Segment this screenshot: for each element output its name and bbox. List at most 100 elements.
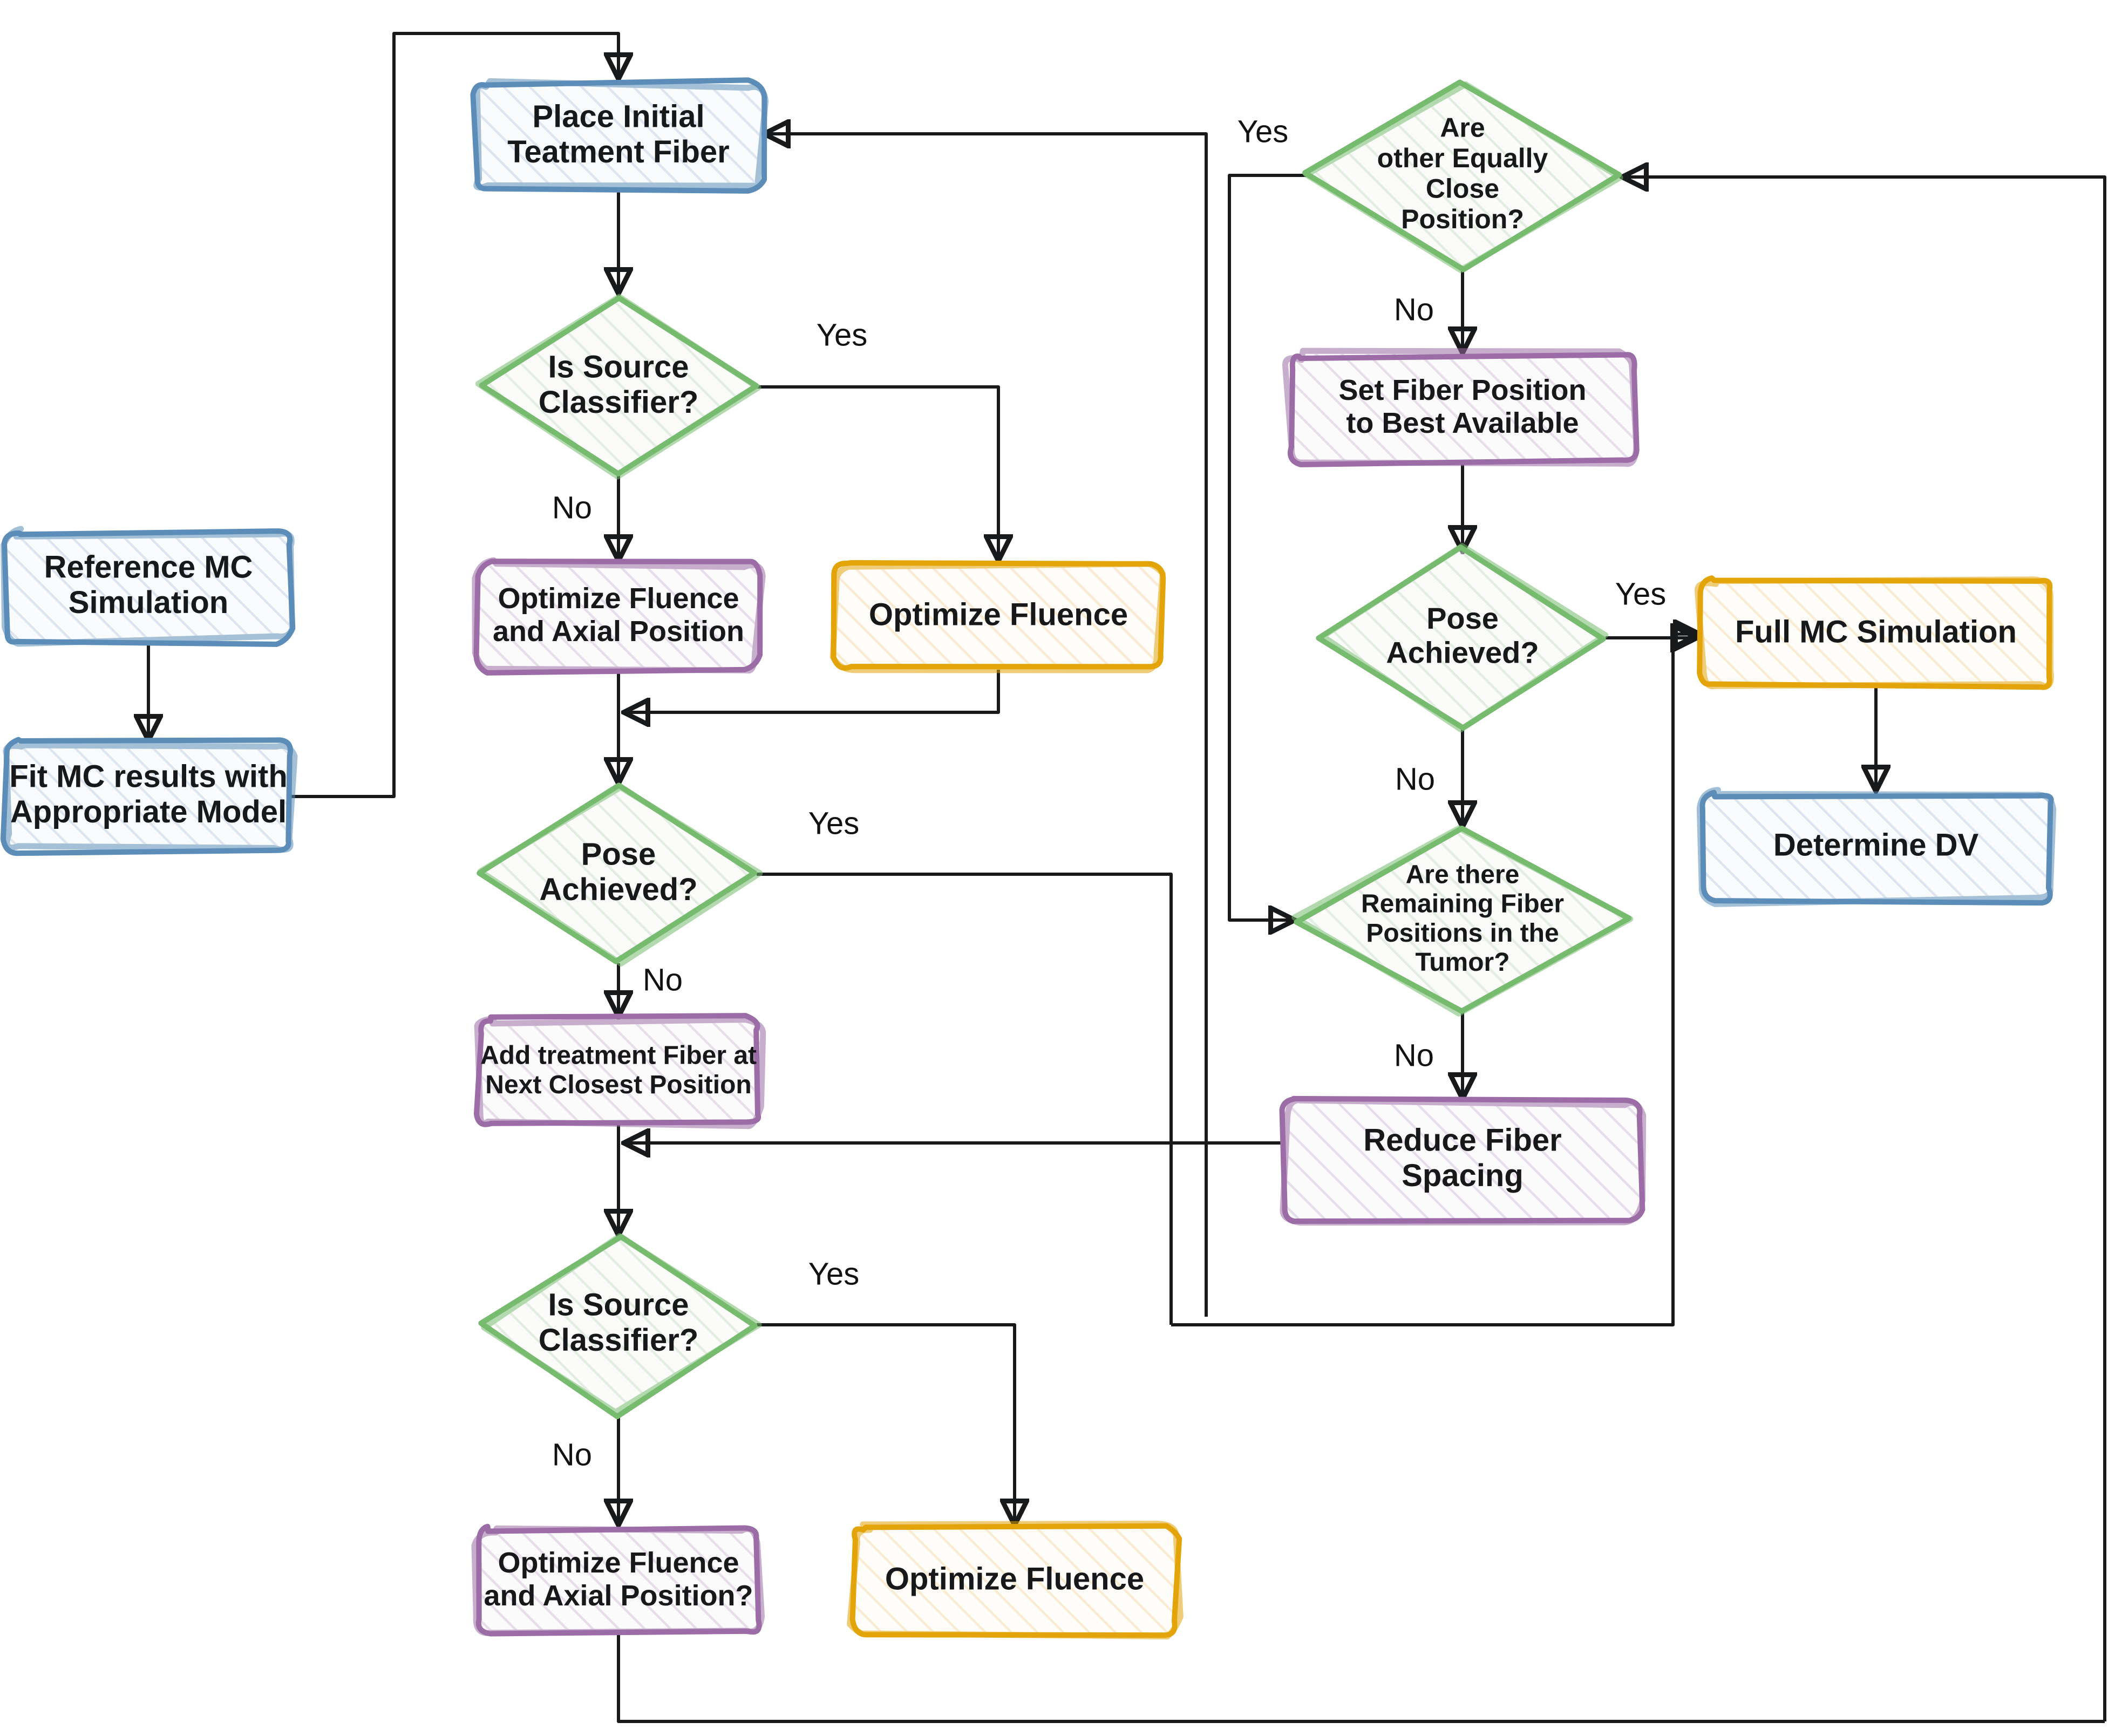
edge-line (1171, 634, 1697, 1326)
node-label: to Best Available (1346, 407, 1579, 439)
node-shape (475, 1523, 762, 1637)
node-label: Pose (1426, 601, 1499, 635)
node-label: other Equally (1377, 143, 1548, 173)
node-shape (470, 77, 767, 194)
node-label: Is Source (548, 350, 689, 385)
edge-line (757, 1323, 1015, 1523)
node-label: Reference MC (44, 550, 253, 585)
edge-label-e-other-yes: Yes (1237, 114, 1289, 149)
node-label: Optimize Fluence (885, 1561, 1144, 1596)
node-label: Teatment Fiber (507, 134, 729, 169)
node-optimize_fluence_2[interactable]: Optimize Fluence (847, 1521, 1184, 1640)
node-label: Fit MC results with (9, 759, 288, 794)
node-label: Place Initial (532, 99, 704, 134)
node-shape (1302, 79, 1622, 273)
node-shape (2, 528, 296, 647)
node-shape (478, 1234, 758, 1419)
edges-layer (148, 32, 2106, 1723)
edge-e-src1-yes (757, 385, 998, 559)
node-shape (1294, 826, 1632, 1014)
edge-label-e-pose1-no: No (643, 962, 683, 997)
edge-e-axial2-bottom-loop (617, 1634, 2105, 1723)
edge-label-e-src1-yes: Yes (817, 317, 868, 352)
node-label: Achieved? (1386, 635, 1539, 669)
node-label: Appropriate Model (10, 794, 287, 829)
edge-line (626, 670, 1000, 712)
node-label: Full MC Simulation (1735, 614, 2017, 649)
node-label: Spacing (1402, 1158, 1524, 1193)
node-label: Position? (1401, 204, 1524, 234)
edge-label-e-pose1-yes: Yes (808, 806, 860, 841)
node-label: Close (1426, 173, 1499, 203)
node-label: Positions in the (1366, 919, 1559, 948)
node-label: Set Fiber Position (1338, 374, 1586, 406)
node-label: Tumor? (1415, 948, 1509, 977)
node-label: Reduce Fiber (1363, 1123, 1561, 1158)
node-full_mc[interactable]: Full MC Simulation (1694, 575, 2054, 690)
node-label: Determine DV (1773, 827, 1979, 862)
edge-e-other-yes (1228, 174, 1306, 920)
edge-label-e-other-no: No (1394, 292, 1434, 327)
node-shape (477, 782, 757, 964)
node-label: Next Closest Position (485, 1071, 751, 1099)
node-determine_dv[interactable]: Determine DV (1696, 787, 2057, 907)
node-label: Optimize Fluence (869, 597, 1128, 632)
node-label: and Axial Position (493, 615, 744, 648)
node-label: Optimize Fluence (498, 1547, 739, 1579)
edge-e-rightrail-to-other (1624, 177, 2106, 1721)
edge-label-e-pose2-no: No (1395, 761, 1435, 796)
node-shape (1697, 575, 2053, 690)
edge-line (617, 1634, 2105, 1723)
edge-line (291, 32, 618, 798)
edge-e-pose1-yes (757, 873, 1173, 1325)
node-shape (1699, 789, 2054, 906)
node-label: Remaining Fiber (1361, 890, 1564, 918)
edge-e-fit-to-place (291, 32, 618, 798)
edge-e-fluence1-back (626, 670, 1000, 712)
edge-line (766, 134, 1208, 1317)
node-optimize_fluence_1[interactable]: Optimize Fluence (829, 560, 1166, 673)
edge-label-e-src1-no: No (552, 490, 592, 525)
edge-label-e-src2-no: No (552, 1437, 592, 1472)
node-label: Achieved? (539, 872, 697, 907)
node-label: Classifier? (539, 385, 699, 420)
node-shape (849, 1523, 1182, 1638)
node-shape (479, 295, 759, 476)
edge-label-e-src2-yes: Yes (808, 1256, 860, 1291)
edge-e-place-feedback (766, 134, 1208, 1317)
node-shape (1316, 544, 1606, 731)
node-label: Classifier? (539, 1323, 699, 1358)
node-label: Are there (1406, 860, 1520, 889)
edge-line (1624, 177, 2106, 1721)
node-label: Are (1440, 112, 1485, 142)
edge-label-e-pose2-yes: Yes (1615, 576, 1667, 611)
node-label: and Axial Position? (484, 1580, 753, 1612)
node-shape (473, 1013, 761, 1127)
edge-line (757, 873, 1173, 1325)
node-label: Pose (581, 837, 656, 872)
node-label: Optimize Fluence (498, 582, 739, 615)
node-shape (1279, 1095, 1645, 1224)
node-shape (473, 559, 763, 676)
node-shape (1288, 352, 1640, 467)
edge-line (757, 385, 998, 559)
edge-label-e-remaining-no: No (1394, 1038, 1434, 1073)
